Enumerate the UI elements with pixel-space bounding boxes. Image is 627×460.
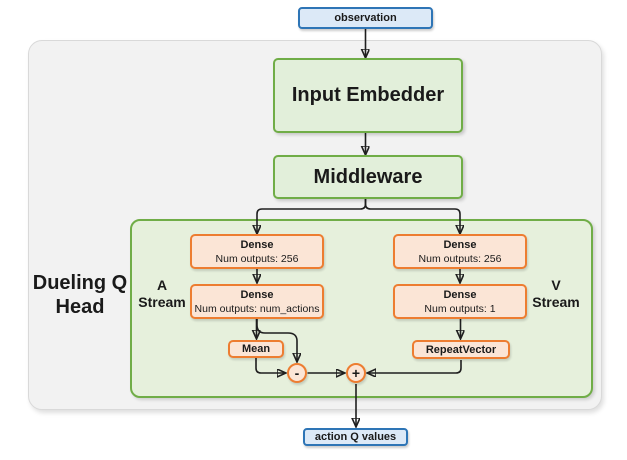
v-stream-label: V Stream (532, 277, 580, 310)
node-repeat-vector: RepeatVector (412, 340, 510, 359)
node-v-dense-2: Dense Num outputs: 1 (393, 284, 527, 319)
a-stream-label: A Stream (138, 277, 186, 310)
node-a-dense-2: Dense Num outputs: num_actions (190, 284, 324, 319)
node-subtitle: Num outputs: 256 (418, 252, 502, 265)
plus-operator: + (346, 363, 366, 383)
node-input-embedder: Input Embedder (273, 58, 463, 133)
node-v-dense-1: Dense Num outputs: 256 (393, 234, 527, 269)
node-subtitle: Num outputs: 256 (215, 252, 299, 265)
node-title: Dense (240, 288, 274, 301)
dueling-q-head-label: Dueling Q Head (32, 272, 128, 318)
node-title: Dense (240, 238, 274, 251)
node-action-q-values: action Q values (303, 428, 408, 446)
node-subtitle: Num outputs: 1 (424, 302, 496, 315)
minus-operator: - (287, 363, 307, 383)
node-mean: Mean (228, 340, 284, 358)
node-middleware: Middleware (273, 155, 463, 199)
node-title: Dense (443, 238, 477, 251)
node-title: Dense (443, 288, 477, 301)
node-a-dense-1: Dense Num outputs: 256 (190, 234, 324, 269)
node-subtitle: Num outputs: num_actions (194, 302, 320, 315)
node-observation: observation (298, 7, 433, 29)
